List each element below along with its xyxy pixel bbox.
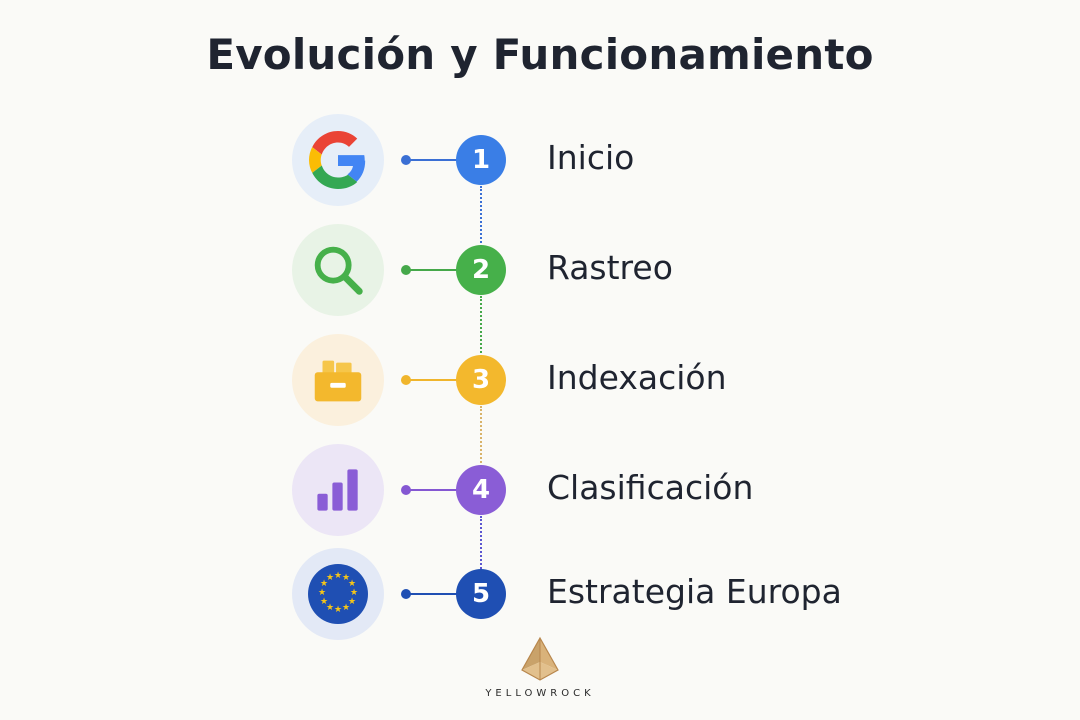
svg-text:★: ★ <box>334 571 342 581</box>
pyramid-logo-icon <box>521 636 559 681</box>
timeline-connector <box>480 296 482 380</box>
connector-line <box>402 489 458 491</box>
step-estrategia-europa: ★ ★ ★ ★ ★ ★ ★ ★ ★ ★ ★ ★ 5 Estrategia Eur… <box>0 544 1080 644</box>
step-label: Clasificación <box>547 468 754 507</box>
step-number-badge: 4 <box>456 465 506 515</box>
step-inicio: 1 Inicio <box>0 110 1080 210</box>
svg-text:★: ★ <box>350 588 358 598</box>
step-number-badge: 1 <box>456 135 506 185</box>
step-icon-circle <box>292 224 384 316</box>
step-icon-circle: ★ ★ ★ ★ ★ ★ ★ ★ ★ ★ ★ ★ <box>292 548 384 640</box>
google-g-icon <box>309 131 366 189</box>
step-clasificacion: 4 Clasificación <box>0 440 1080 540</box>
connector-line <box>402 593 458 595</box>
eu-flag-icon: ★ ★ ★ ★ ★ ★ ★ ★ ★ ★ ★ ★ <box>308 564 368 624</box>
timeline-connector <box>480 516 482 600</box>
svg-text:★: ★ <box>342 603 350 613</box>
step-number-badge: 3 <box>456 355 506 405</box>
step-number-badge: 2 <box>456 245 506 295</box>
magnifier-icon <box>314 246 363 295</box>
svg-text:★: ★ <box>334 605 342 615</box>
step-label: Estrategia Europa <box>547 572 842 611</box>
svg-text:★: ★ <box>318 588 326 598</box>
step-indexacion: 3 Indexación <box>0 330 1080 430</box>
page-title: Evolución y Funcionamiento <box>206 30 874 79</box>
brand-logo: YELLOWROCK <box>0 636 1080 699</box>
step-icon-circle <box>292 114 384 206</box>
step-rastreo: 2 Rastreo <box>0 220 1080 320</box>
brand-name: YELLOWROCK <box>485 688 595 699</box>
svg-text:★: ★ <box>342 573 350 583</box>
svg-text:★: ★ <box>326 573 334 583</box>
timeline-connector <box>480 186 482 270</box>
svg-text:★: ★ <box>326 603 334 613</box>
step-icon-circle <box>292 444 384 536</box>
step-number-badge: 5 <box>456 569 506 619</box>
step-label: Rastreo <box>547 248 673 287</box>
folder-drawer-icon <box>314 360 362 402</box>
bar-chart-icon <box>317 469 358 511</box>
step-label: Indexación <box>547 358 727 397</box>
timeline-connector <box>480 406 482 490</box>
step-icon-circle <box>292 334 384 426</box>
svg-text:★: ★ <box>348 597 356 607</box>
connector-line <box>402 379 458 381</box>
svg-text:★: ★ <box>320 579 328 589</box>
connector-line <box>402 159 458 161</box>
svg-text:★: ★ <box>348 579 356 589</box>
svg-text:★: ★ <box>320 597 328 607</box>
step-label: Inicio <box>547 138 635 177</box>
connector-line <box>402 269 458 271</box>
